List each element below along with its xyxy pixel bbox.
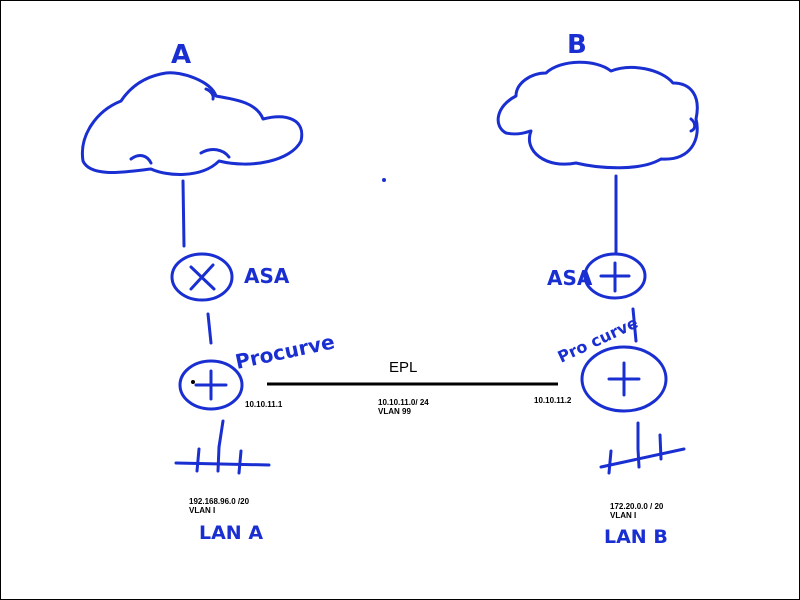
ink-dot — [382, 178, 386, 182]
cloud-b-detail — [689, 117, 697, 133]
procurve-b-label: Pro curve — [555, 313, 641, 367]
lan-a-vlan: VLAN I — [189, 506, 216, 515]
asa-a-label: ASA — [244, 264, 290, 288]
cloud-a-detail — [199, 148, 231, 159]
firewall-asa-b — [583, 252, 647, 300]
site-b-label: B — [567, 30, 587, 60]
firewall-asa-a-symbol — [189, 263, 216, 291]
switch-procurve-a — [178, 359, 244, 411]
switch-a-ip: 10.10.11.1 — [245, 400, 283, 409]
lan-a-label: LAN A — [199, 522, 263, 544]
ink-dot — [191, 380, 195, 384]
asa-b-label: ASA — [547, 266, 593, 290]
cloud-a — [80, 71, 304, 176]
epl-label: EPL — [389, 359, 418, 376]
lan-b-label: LAN B — [604, 526, 668, 548]
lan-b-vlan: VLAN I — [610, 511, 637, 520]
switch-procurve-b-symbol — [607, 361, 641, 397]
lan-b-bus — [599, 447, 686, 469]
procurve-a-label: Procurve — [233, 329, 337, 373]
switch-procurve-a-symbol — [194, 369, 228, 401]
lan-b-network: 172.20.0.0 / 20 — [610, 502, 664, 511]
lan-a-taps — [195, 445, 243, 475]
link-asa-b-switch — [631, 307, 638, 343]
firewall-asa-b-symbol — [599, 261, 631, 293]
cloud-a-detail — [204, 87, 215, 101]
cloud-b — [496, 60, 699, 170]
cloud-a-detail — [129, 154, 153, 165]
epl-vlan: VLAN 99 — [378, 407, 411, 416]
site-a-label: A — [171, 40, 191, 70]
switch-b-ip: 10.10.11.2 — [534, 396, 572, 405]
lan-a-bus — [174, 461, 271, 467]
lan-a-network: 192.168.96.0 /20 — [189, 497, 250, 506]
link-cloud-a-asa — [181, 179, 186, 248]
epl-subnet: 10.10.11.0/ 24 — [378, 398, 429, 407]
link-switch-a-lan — [217, 419, 225, 449]
link-asa-a-switch — [206, 312, 213, 345]
switch-procurve-b — [580, 345, 668, 413]
firewall-asa-a — [170, 252, 234, 302]
lan-b-taps — [607, 433, 663, 475]
